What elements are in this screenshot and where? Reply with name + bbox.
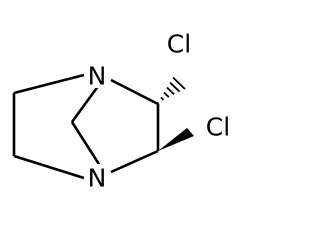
bond-c3-n4 [110, 149, 159, 174]
atom-n-bottom: N [84, 164, 110, 193]
bond-bridge-c-n4 [13, 154, 85, 180]
bond-c-back-n4 [70, 121, 106, 173]
atom-n-bottom-label: N [88, 164, 107, 193]
atom-cl-bottom-label: Cl [206, 113, 230, 142]
bond-n1-c2 [110, 78, 159, 106]
atom-cl-top-label: Cl [167, 30, 191, 59]
bond-n1-bridge-c-top [13, 73, 85, 95]
molecule-structure: N N Cl Cl [12, 30, 230, 193]
atom-n-top: N [84, 62, 110, 91]
solid-wedge-bond [158, 128, 194, 151]
atom-n-top-label: N [88, 62, 107, 91]
hashed-wedge-bond [157, 76, 186, 105]
